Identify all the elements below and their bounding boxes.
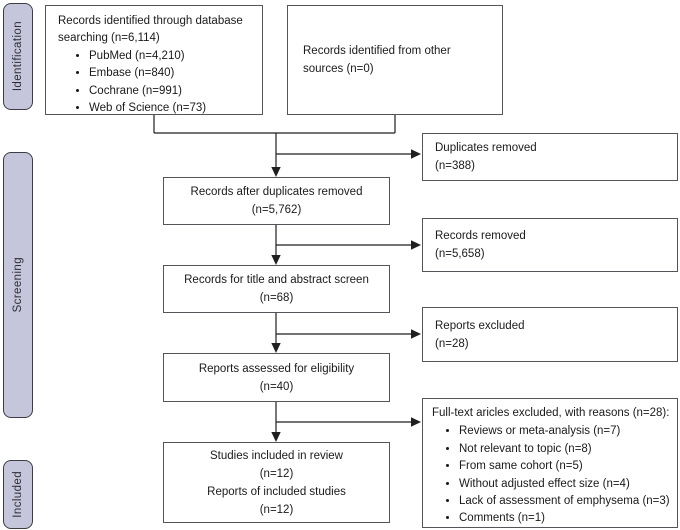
stage-screening-label: Screening xyxy=(11,257,24,313)
bullet-item: From same cohort (n=5) xyxy=(459,458,673,475)
box-fulltext-excluded: Full-text aricles excluded, with reasons… xyxy=(422,398,678,528)
arrow-to-records-removed xyxy=(276,240,421,250)
box-assessed-eligibility: Reports assessed for eligibility (n=40) xyxy=(163,353,390,402)
box-text-line: (n=12) xyxy=(259,503,294,516)
box-text-line: Records identified from other xyxy=(303,45,451,57)
box-text-line: Records removed xyxy=(435,230,526,242)
database-bullet-list: PubMed (n=4,210) Embase (n=840) Cochrane… xyxy=(58,48,254,118)
box-reports-excluded: Reports excluded (n=28) xyxy=(422,307,678,362)
box-text-line: Records after duplicates removed xyxy=(190,186,363,198)
stage-included-label: Included xyxy=(11,471,24,518)
bullet-item: Not relevant to topic (n=8) xyxy=(459,441,673,458)
stage-identification: Identification xyxy=(3,3,33,110)
box-text-line: Reports assessed for eligibility xyxy=(198,362,355,375)
box-text-line: sources (n=0) xyxy=(303,63,374,75)
box-text-line: (n=388) xyxy=(435,160,475,172)
bullet-item: Web of Science (n=73) xyxy=(89,100,254,117)
box-text-line: searching (n=6,114) xyxy=(58,32,160,44)
box-duplicates-removed: Duplicates removed (n=388) xyxy=(422,133,678,181)
box-text-line: (n=5,762) xyxy=(251,204,302,216)
box-title-abstract-screen: Records for title and abstract screen (n… xyxy=(163,265,390,313)
bullet-item: PubMed (n=4,210) xyxy=(89,48,254,65)
arrow-eligibility-to-included xyxy=(271,402,281,442)
box-text-line: Duplicates removed xyxy=(435,142,537,154)
stage-identification-label: Identification xyxy=(11,21,24,92)
box-text-line: Reports of included studies xyxy=(207,485,346,498)
box-text-line: Records for title and abstract screen xyxy=(184,274,369,286)
box-text-line: Studies included in review xyxy=(210,449,343,462)
bullet-item: Cochrane (n=991) xyxy=(89,83,254,100)
arrow-to-duplicates-removed xyxy=(276,149,421,159)
box-text-line: (n=40) xyxy=(259,380,294,393)
box-text-line: Records identified through database xyxy=(58,15,243,27)
arrow-screen-to-eligibility xyxy=(271,313,281,353)
box-text-line: Reports excluded xyxy=(435,319,525,332)
arrow-to-fulltext-excluded xyxy=(276,417,421,427)
box-records-identified-database: Records identified through database sear… xyxy=(45,5,263,115)
connector-merge-sources xyxy=(153,115,396,134)
stage-included: Included xyxy=(3,460,33,529)
box-text-line: (n=68) xyxy=(259,292,294,304)
box-after-duplicates-removed: Records after duplicates removed (n=5,76… xyxy=(163,177,390,225)
box-text-line: (n=28) xyxy=(435,337,469,350)
box-text-line: (n=5,658) xyxy=(435,248,485,260)
box-records-removed: Records removed (n=5,658) xyxy=(422,218,678,272)
box-records-other-sources: Records identified from other sources (n… xyxy=(287,5,503,115)
arrow-after-duplicates-to-screen xyxy=(271,225,281,265)
fulltext-bullet-list: Reviews or meta-analysis (n=7) Not relev… xyxy=(432,423,673,527)
bullet-item: Without adjusted effect size (n=4) xyxy=(459,476,673,493)
bullet-item: Embase (n=840) xyxy=(89,65,254,82)
box-text-line: Full-text aricles excluded, with reasons… xyxy=(432,407,670,419)
stage-screening: Screening xyxy=(3,152,33,418)
box-text-line: (n=12) xyxy=(259,467,294,480)
bullet-item: Reviews or meta-analysis (n=7) xyxy=(459,423,673,440)
arrow-to-reports-excluded xyxy=(276,329,421,339)
arrow-merge-to-after-duplicates xyxy=(271,133,281,177)
bullet-item: Comments (n=1) xyxy=(459,510,673,527)
bullet-item: Lack of assessment of emphysema (n=3) xyxy=(459,493,673,510)
box-studies-included: Studies included in review (n=12) Report… xyxy=(163,442,390,523)
